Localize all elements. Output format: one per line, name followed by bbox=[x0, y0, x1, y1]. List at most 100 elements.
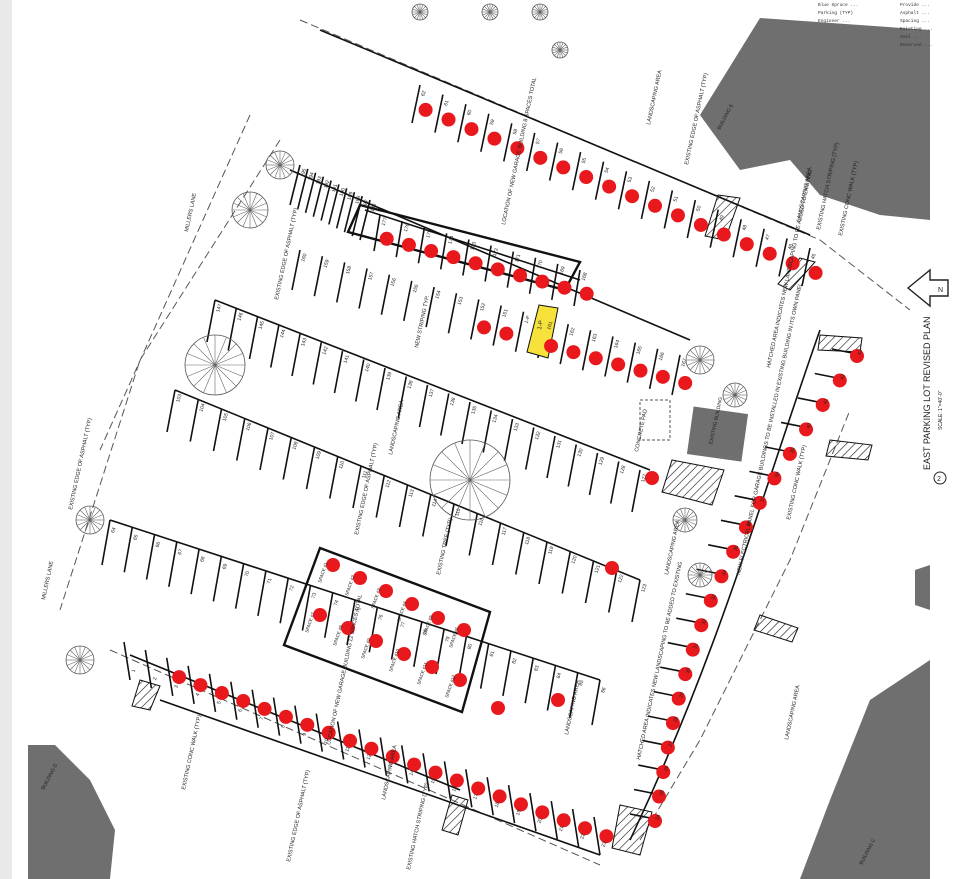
stall-number: 152 bbox=[479, 302, 487, 312]
hatched-areas bbox=[131, 194, 873, 856]
parking-marker bbox=[468, 256, 483, 271]
stall-number: 34 bbox=[721, 569, 728, 576]
stall-stripe bbox=[227, 308, 238, 351]
stall-number: 29 bbox=[678, 691, 685, 698]
parking-marker bbox=[326, 558, 340, 572]
stall-number: 46 bbox=[787, 243, 794, 250]
stall-stripe bbox=[294, 705, 302, 744]
stall-stripe bbox=[297, 168, 309, 210]
parking-marker bbox=[397, 647, 411, 661]
sheet-number: 2 bbox=[937, 476, 941, 483]
stall-stripe bbox=[507, 785, 516, 824]
parking-marker bbox=[449, 773, 464, 788]
stall-number: 109 bbox=[315, 450, 323, 460]
title-block: EAST PARKING LOT REVISED PLAN SCALE: 1"=… bbox=[922, 316, 947, 485]
landscaping-area-label-6: LANDSCAPING AREA bbox=[564, 679, 582, 735]
parking-markers bbox=[172, 102, 864, 844]
stall-stripe bbox=[470, 299, 480, 340]
parking-marker bbox=[379, 231, 394, 246]
stall-number: 30 bbox=[685, 667, 692, 674]
stall-number: 6 bbox=[238, 708, 245, 713]
stall-number: 41 bbox=[822, 398, 829, 405]
stall-number: 39 bbox=[790, 447, 797, 454]
stall-stripe bbox=[257, 570, 267, 617]
parking-marker bbox=[313, 608, 327, 622]
stall-number: 69 bbox=[222, 563, 229, 570]
stall-number: 12 bbox=[366, 753, 373, 760]
stall-stripe bbox=[304, 172, 317, 213]
stall-number: 190 bbox=[339, 187, 347, 197]
stall-stripe bbox=[272, 697, 281, 736]
stall-number: 62 bbox=[420, 90, 427, 97]
parking-marker bbox=[364, 741, 379, 756]
stall-number: 141 bbox=[343, 354, 351, 364]
building-c bbox=[800, 660, 930, 879]
stall-number: 170 bbox=[536, 259, 544, 269]
stall-stripe bbox=[375, 475, 386, 518]
stall-stripe bbox=[506, 251, 515, 288]
stall-number: 155 bbox=[412, 284, 420, 294]
stall-number: 27 bbox=[668, 740, 675, 747]
garage-space-label: SPACE #2 bbox=[344, 574, 355, 596]
parking-marker bbox=[407, 757, 422, 772]
stall-stripe bbox=[358, 268, 368, 309]
parking-marker bbox=[832, 373, 847, 388]
parking-marker bbox=[424, 244, 439, 259]
stall-stripe bbox=[502, 123, 513, 162]
stall-number: 163 bbox=[591, 333, 599, 343]
stall-number: 147 bbox=[215, 303, 223, 313]
stall-stripe bbox=[443, 761, 452, 800]
parking-marker bbox=[425, 660, 439, 674]
stall-number: 115 bbox=[454, 507, 462, 517]
stall-number: 191 bbox=[331, 183, 339, 193]
stall-stripe bbox=[594, 161, 605, 200]
stall-number: 76 bbox=[377, 614, 384, 621]
stall-stripe bbox=[315, 713, 324, 752]
building-e bbox=[700, 18, 930, 220]
stall-stripe bbox=[379, 737, 388, 776]
stall-stripe bbox=[491, 522, 502, 566]
tree-icon bbox=[672, 507, 698, 533]
stall-number: 79 bbox=[444, 636, 451, 643]
stall-number: 166 bbox=[658, 351, 666, 361]
stall-number: 43 bbox=[857, 349, 864, 356]
parking-marker bbox=[513, 268, 528, 283]
stall-number: 1 bbox=[131, 668, 138, 673]
stall-number: 26 bbox=[663, 765, 670, 772]
parking-marker bbox=[726, 544, 741, 559]
stall-stripe bbox=[234, 563, 245, 609]
stall-stripe bbox=[212, 408, 223, 452]
stall-number: 78 bbox=[422, 628, 429, 635]
stall-stripe bbox=[546, 665, 557, 711]
garage-space-label: SPACE #6 bbox=[448, 626, 459, 648]
stall-stripe bbox=[528, 257, 537, 294]
north-label: N bbox=[938, 287, 943, 294]
stall-number: 164 bbox=[613, 339, 621, 349]
stall-number: 154 bbox=[434, 290, 442, 300]
stall-stripe bbox=[479, 643, 490, 689]
stall-stripe bbox=[380, 274, 391, 315]
new-garage-south-label: LOCATION OF NEW GARAGE BUILDING 12 SPACE… bbox=[326, 594, 364, 745]
stall-stripe bbox=[320, 180, 332, 221]
stall-number: 114 bbox=[431, 498, 439, 508]
stall-stripe bbox=[607, 570, 618, 613]
stall-number: 16 bbox=[451, 785, 458, 792]
stall-number: 38 bbox=[774, 471, 781, 478]
parking-marker bbox=[605, 561, 619, 575]
stall-number: 129 bbox=[598, 456, 606, 466]
stall-number: 165 bbox=[635, 345, 643, 355]
parking-marker bbox=[671, 691, 686, 706]
stall-number: 187 bbox=[362, 199, 370, 209]
stall-stripe bbox=[248, 316, 259, 360]
stall-number: 55 bbox=[581, 157, 588, 164]
parking-marker bbox=[739, 237, 754, 252]
stall-number: 194 bbox=[307, 172, 315, 182]
parking-marker bbox=[257, 701, 272, 716]
parking-marker bbox=[193, 678, 208, 693]
stall-number: 18 bbox=[494, 801, 501, 808]
garage-space-label: SPACE #1 bbox=[317, 561, 328, 583]
stall-number: 186 bbox=[370, 203, 378, 213]
stall-stripe bbox=[335, 188, 348, 229]
stall-number: 113 bbox=[408, 488, 416, 498]
